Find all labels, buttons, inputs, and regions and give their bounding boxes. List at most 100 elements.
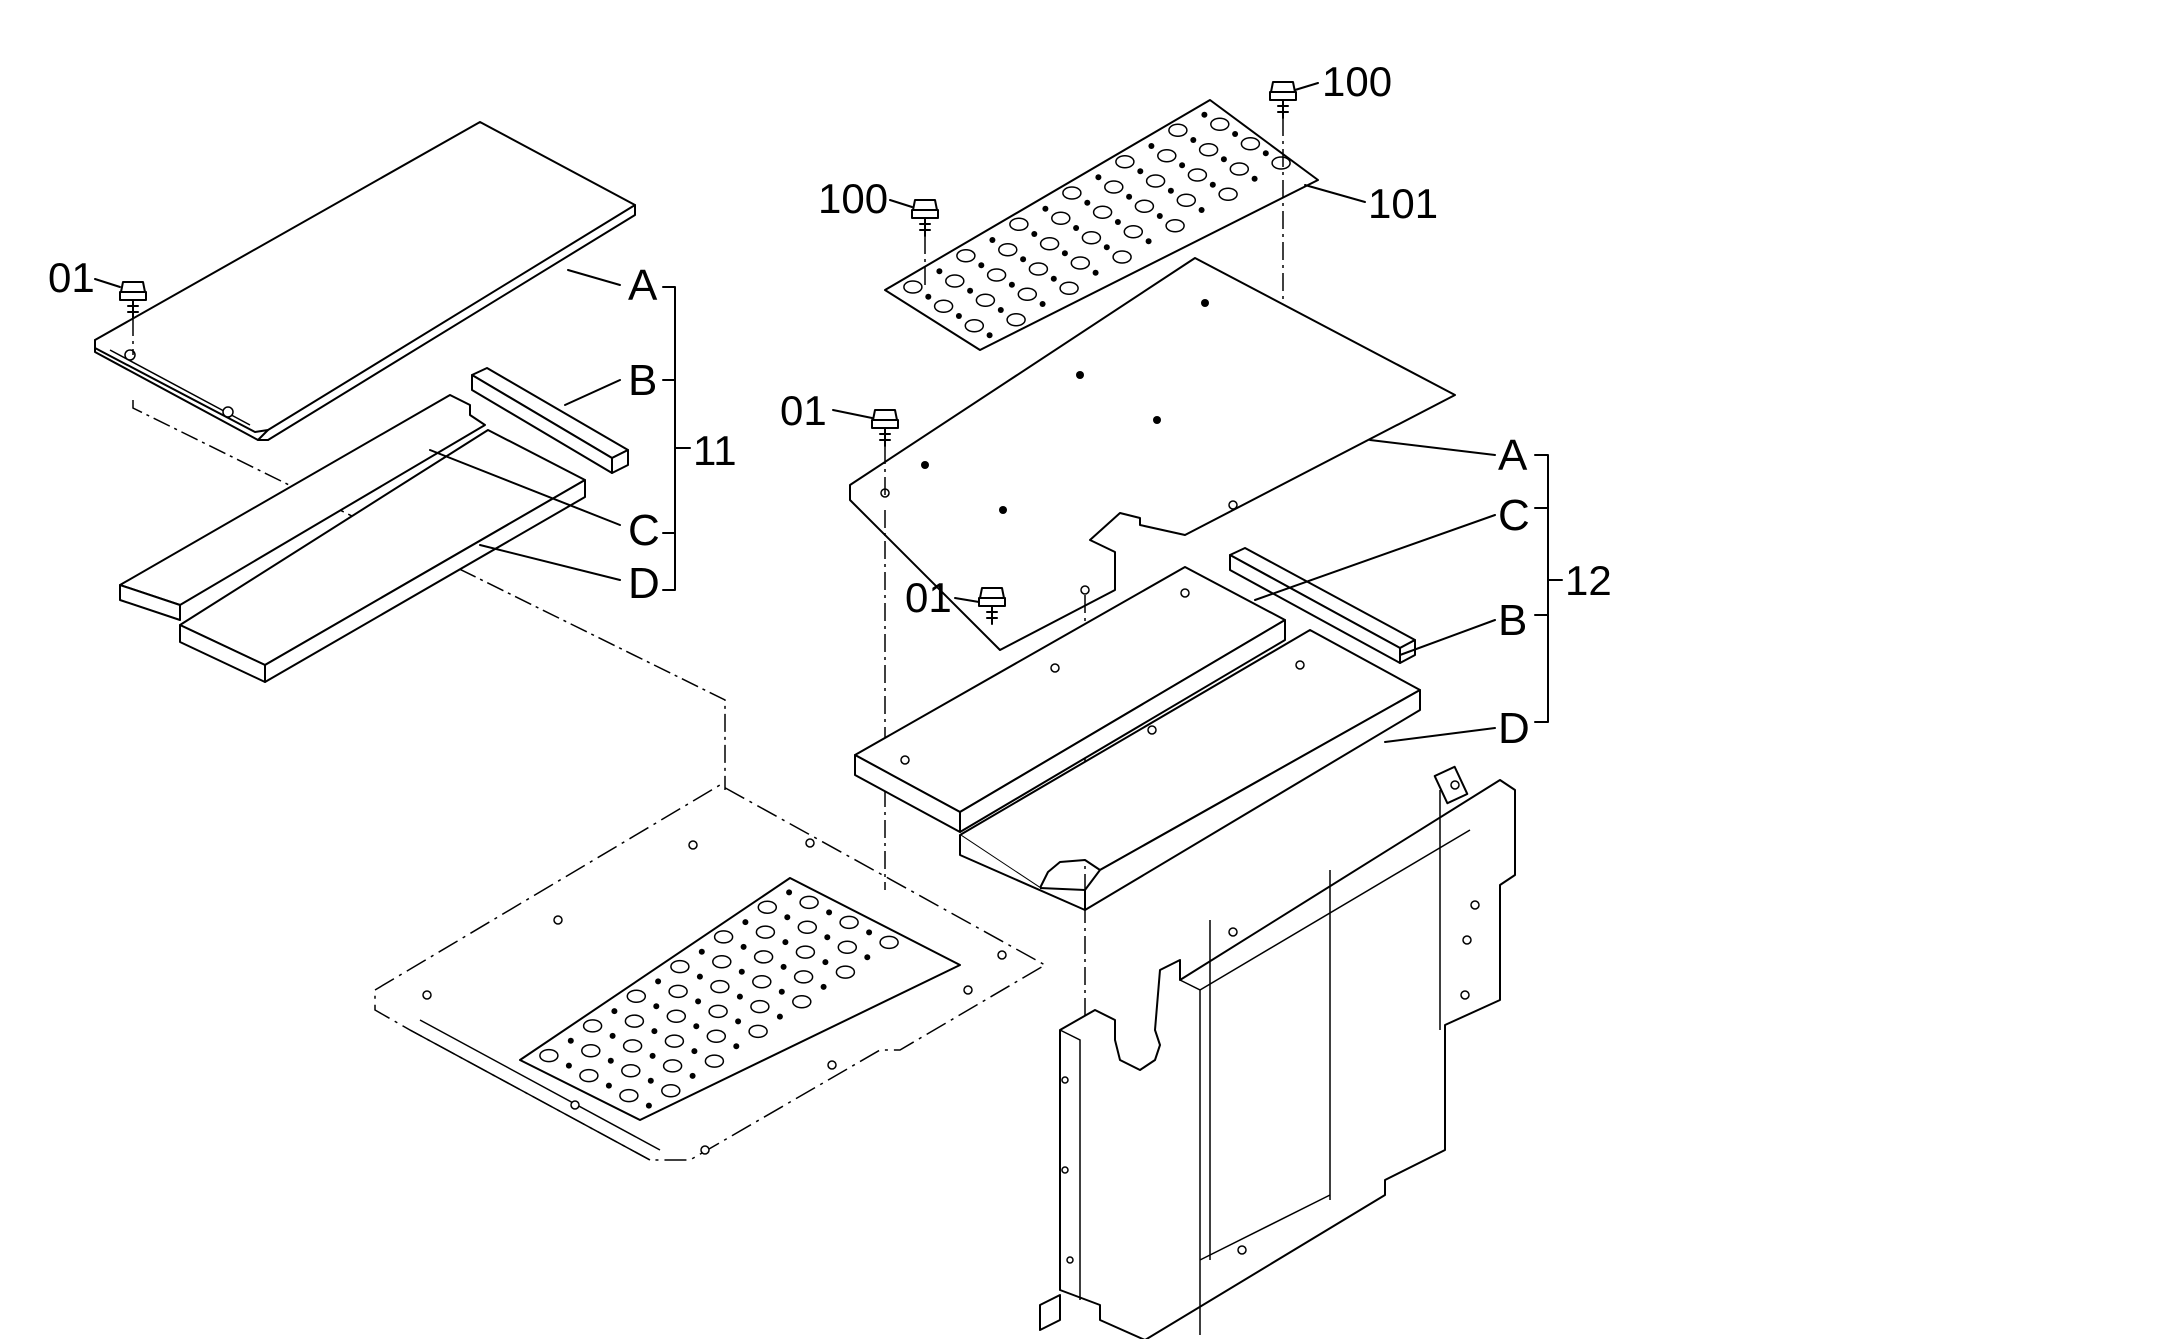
left-pad-perforation: [653, 1003, 660, 1010]
left-part-c: [119, 394, 486, 621]
left-pad-perforation: [786, 889, 793, 896]
left-pad-perforation: [738, 968, 745, 975]
left-pad-perforation: [693, 1023, 700, 1030]
right-plate-perforation: [1031, 231, 1038, 237]
left-pad-perforation: [820, 983, 827, 990]
right-plate-dimple: [1240, 136, 1261, 151]
left-pad-dimple: [662, 1059, 683, 1073]
right-plate-dimple: [1112, 250, 1132, 264]
left-assembly: [94, 121, 1047, 1161]
left-pad-dimple: [797, 920, 818, 935]
right-plate-perforation: [1073, 225, 1080, 231]
right-plate-perforation: [1251, 175, 1258, 182]
left-pad-dimple: [837, 940, 858, 955]
right-plate-perforation: [1156, 213, 1163, 219]
right-plate-perforation: [1020, 256, 1027, 263]
right-plate-perforation: [1126, 193, 1133, 200]
right-plate-perforation: [1145, 238, 1152, 245]
left-label-b: B: [628, 356, 657, 405]
left-pad-perforation: [651, 1028, 658, 1035]
right-plate-perforation: [1137, 168, 1144, 175]
right-plate-perforation: [1039, 301, 1046, 307]
left-group-bracket: [662, 286, 676, 591]
left-part-d: [179, 429, 586, 683]
right-plate-dimple: [956, 248, 976, 263]
left-pad-dimple: [793, 970, 814, 984]
left-pad-dimple: [664, 1034, 685, 1048]
left-pad-dimple: [706, 1029, 727, 1044]
left-bolt-label: 01: [48, 254, 95, 301]
left-pad-dimple: [712, 955, 732, 969]
left-pad-dimple: [619, 1088, 639, 1103]
left-pad-dimple: [753, 950, 774, 964]
left-pad-dimple: [748, 1024, 768, 1039]
right-plate-dimple: [1198, 142, 1219, 157]
right-plate-perforation: [1148, 143, 1155, 149]
left-pad-dimple: [839, 915, 859, 930]
right-plate-dimple: [1115, 154, 1135, 169]
left-pad-dimple: [704, 1054, 725, 1068]
right-plate-dimple: [903, 280, 923, 294]
right-plate-dimple: [1059, 281, 1079, 296]
right-plate-perforation: [1190, 137, 1197, 143]
left-pad-perforation: [826, 909, 833, 916]
right-plate-dimple: [1123, 224, 1144, 239]
left-pad-dimple: [708, 1004, 728, 1019]
left-pad-perforation: [778, 988, 785, 995]
right-plate-dimple: [1165, 218, 1185, 233]
right-plate-dimple: [1104, 180, 1124, 194]
right-part-c: [854, 566, 1286, 833]
right-label-d: D: [1498, 704, 1530, 753]
right-bolt-100-label-b: 100: [818, 175, 888, 222]
right-part-b: [1229, 547, 1416, 664]
left-pad-dimple: [539, 1048, 559, 1063]
right-plate-perforation: [1061, 250, 1068, 257]
left-pad-dimple: [750, 999, 770, 1014]
right-plate-perforation: [955, 313, 962, 319]
left-pad-dimple: [581, 1044, 601, 1058]
left-pad-perforation: [565, 1062, 572, 1069]
right-plate-perforation: [1092, 269, 1099, 276]
left-pad-dimple: [710, 979, 730, 994]
right-plate-perforation: [925, 293, 932, 300]
right-plate-dimple: [1218, 187, 1238, 202]
right-plate-perforation: [1042, 205, 1049, 212]
right-part-d: [959, 629, 1421, 911]
right-plate-dimple: [1070, 256, 1091, 270]
right-plate-dimple: [964, 318, 985, 333]
right-plate-dimple: [1006, 312, 1026, 327]
right-plate-dimple: [986, 268, 1007, 282]
right-plate-dimple: [1062, 186, 1082, 200]
right-label-c: C: [1498, 491, 1530, 540]
left-pad-perforation: [864, 954, 871, 961]
left-pad-dimple: [835, 965, 856, 979]
right-bolt-01-a: [832, 409, 899, 890]
right-plate-dimple: [933, 299, 954, 314]
left-pad-perforation: [822, 959, 829, 966]
right-group-bracket: [1534, 454, 1549, 723]
left-pad-perforation: [782, 939, 789, 946]
right-plate-perforation: [1198, 207, 1205, 213]
left-pad-perforation: [607, 1057, 614, 1064]
right-plate-dimple: [1168, 123, 1188, 138]
right-bolt-100-b: [889, 199, 939, 290]
left-part-b: [471, 367, 629, 474]
left-pad-perforation: [740, 943, 747, 950]
right-plate-perforation: [986, 332, 993, 339]
left-pad-perforation: [647, 1077, 654, 1084]
right-plate-dimple: [1210, 117, 1230, 132]
left-pad-perforation: [567, 1037, 574, 1044]
right-plate-perforation: [1232, 131, 1239, 137]
right-bolt-100-label-a: 100: [1322, 58, 1392, 105]
left-pad-perforation: [698, 948, 705, 955]
left-pad-perforation: [611, 1008, 618, 1015]
right-plate-dimple: [945, 274, 965, 288]
left-pad-perforation: [645, 1102, 652, 1109]
left-pad-dimple: [879, 935, 899, 950]
left-floor-plate: [374, 784, 1047, 1161]
left-bolt-01: [94, 278, 147, 355]
right-label-b: B: [1498, 596, 1527, 645]
right-plate-perforation: [1209, 181, 1216, 188]
right-plate-dimple: [1145, 174, 1166, 188]
left-group-label: 11: [693, 427, 737, 474]
